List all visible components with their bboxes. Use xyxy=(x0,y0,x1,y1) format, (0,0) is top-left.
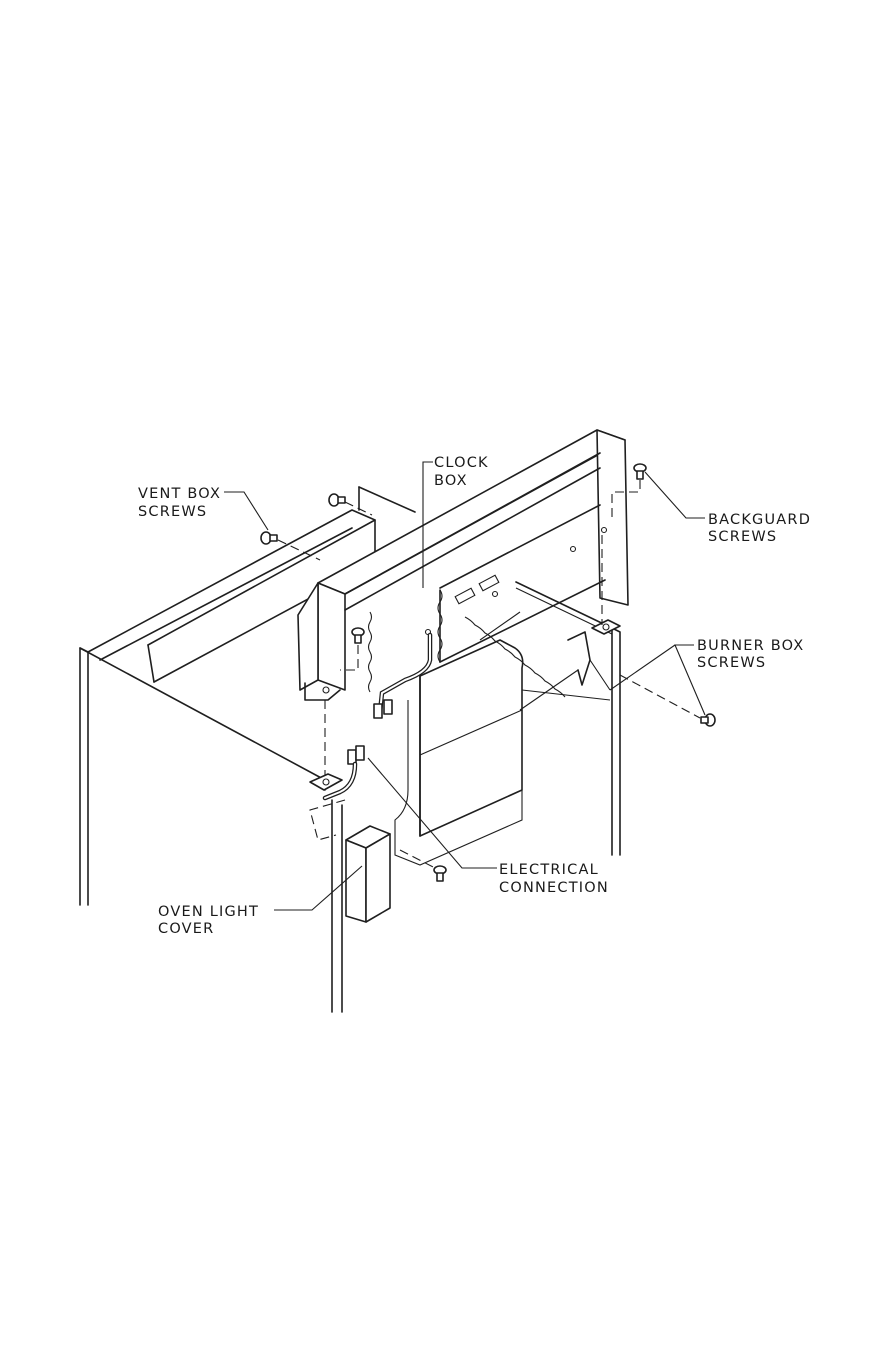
svg-text:ELECTRICAL: ELECTRICAL xyxy=(499,862,599,878)
left-side-panel xyxy=(80,648,342,1012)
clock-box-screw xyxy=(352,628,364,643)
svg-text:SCREWS: SCREWS xyxy=(697,655,766,671)
svg-text:COVER: COVER xyxy=(158,921,214,937)
label-electrical-connection: ELECTRICAL CONNECTION xyxy=(499,862,609,896)
label-burner-box-screws: BURNER BOX SCREWS xyxy=(697,638,804,671)
vent-box-screw xyxy=(329,494,345,506)
svg-text:SCREWS: SCREWS xyxy=(138,504,207,520)
svg-text:OVEN LIGHT: OVEN LIGHT xyxy=(158,904,259,920)
burner-box-screw xyxy=(701,714,715,726)
oven-light-cover xyxy=(310,800,390,922)
svg-text:BOX: BOX xyxy=(434,473,468,489)
label-oven-light-cover: OVEN LIGHT COVER xyxy=(158,904,259,937)
svg-text:BURNER BOX: BURNER BOX xyxy=(697,638,804,654)
label-clock-box: CLOCK BOX xyxy=(434,455,489,489)
svg-text:CLOCK: CLOCK xyxy=(434,455,489,471)
label-vent-box-screws: VENT BOX SCREWS xyxy=(138,486,221,520)
bottom-screw xyxy=(434,866,446,881)
backguard-screw xyxy=(634,464,646,479)
svg-text:VENT BOX: VENT BOX xyxy=(138,486,221,502)
svg-text:CONNECTION: CONNECTION xyxy=(499,880,609,896)
svg-text:BACKGUARD: BACKGUARD xyxy=(708,512,811,528)
vent-box-screw xyxy=(261,532,277,544)
svg-text:SCREWS: SCREWS xyxy=(708,529,777,545)
label-backguard-screws: BACKGUARD SCREWS xyxy=(708,512,811,545)
